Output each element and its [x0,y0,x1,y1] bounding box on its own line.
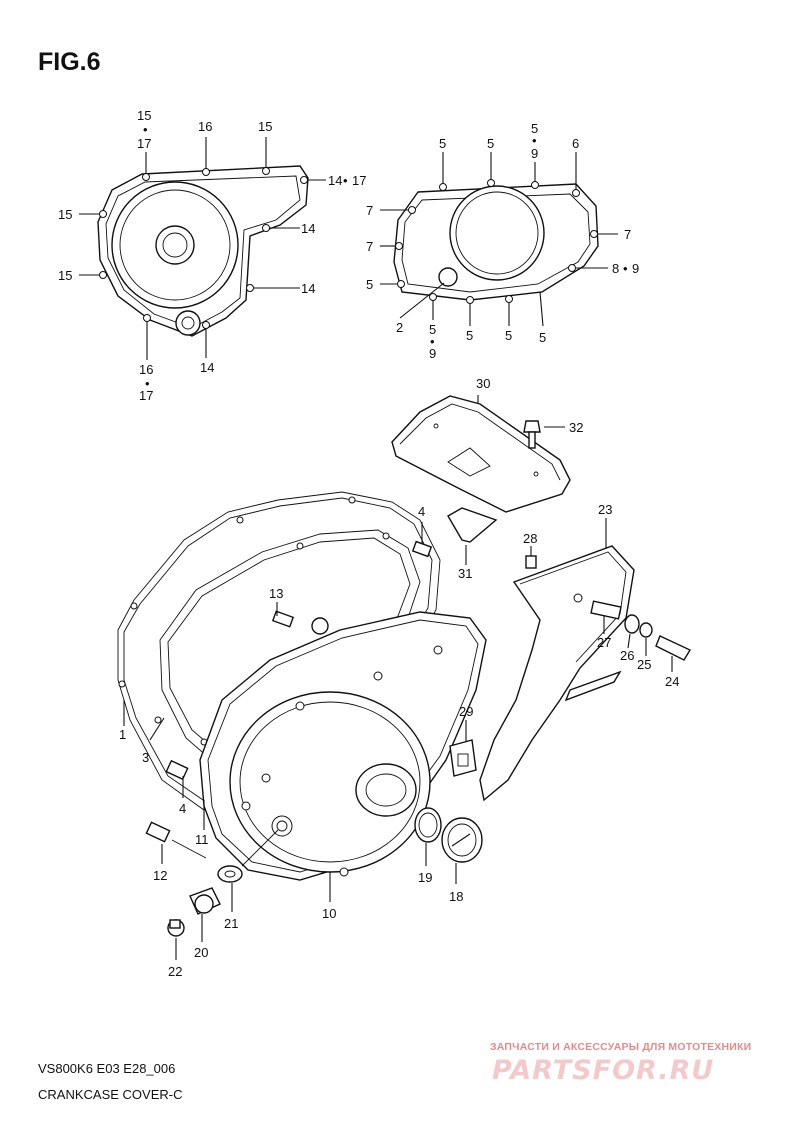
cover-cap [391,395,571,565]
callout-5: 5 [487,136,494,151]
figure-title: FIG.6 [38,48,101,76]
callout-14: 14 [200,360,214,375]
callout-27: 27 [597,635,611,650]
callout-9: 9 [429,346,436,361]
callout-17: 17 [137,136,151,151]
callout-23: 23 [598,502,612,517]
callout-dot: • [343,173,348,188]
callout-15: 15 [137,108,151,123]
callout-15: 15 [258,119,272,134]
callout-12: 12 [153,868,167,883]
dowel-and-bolt [145,759,207,864]
callout-5: 5 [439,136,446,151]
crankcase-cover-upper [380,152,618,327]
callout-9: 9 [531,146,538,161]
callout-7: 7 [366,239,373,254]
callout-14: 14 [301,221,315,236]
callout-14: 14 [301,281,315,296]
callout-dot: • [623,261,628,276]
model-code: VS800K6 E03 E28_006 [38,1061,176,1076]
callout-7: 7 [366,203,373,218]
callout-6: 6 [572,136,579,151]
callout-dot: • [143,122,148,137]
callout-8: 8 [612,261,619,276]
callout-13: 13 [269,586,283,601]
callout-22: 22 [168,964,182,979]
callout-9: 9 [632,261,639,276]
callout-7: 7 [624,227,631,242]
callout-labels-top-left: 15 • 17 16 15 14 • 17 15 14 15 14 16 • 1… [58,108,366,403]
callout-16: 16 [139,362,153,377]
callout-labels-top-right: 5 5 5 • 9 6 7 7 7 5 8 • 9 2 5 • 9 5 5 5 [366,121,639,361]
callout-21: 21 [224,916,238,931]
callout-15: 15 [58,268,72,283]
callout-4: 4 [418,504,425,519]
watermark-tagline: ЗАПЧАСТИ И АКСЕССУАРЫ ДЛЯ МОТОТЕХНИКИ [490,1041,752,1053]
drain-plug-set [167,829,279,960]
callout-11: 11 [195,832,209,847]
callout-31: 31 [458,566,472,581]
callout-30: 30 [476,376,490,391]
callout-26: 26 [620,648,634,663]
callout-1: 1 [119,727,126,742]
callout-dot: • [145,376,150,391]
callout-20: 20 [194,945,208,960]
crankcase-cover-main [117,491,487,902]
callout-5: 5 [366,277,373,292]
callout-4: 4 [179,801,186,816]
callout-dot: • [532,133,537,148]
callout-24: 24 [665,674,679,689]
callout-2: 2 [396,320,403,335]
callout-14: 14 [328,173,342,188]
callout-18: 18 [449,889,463,904]
section-name: CRANKCASE COVER-C [38,1087,183,1102]
callout-labels-main: 30 32 31 23 28 4 13 27 26 25 24 1 3 29 4… [119,376,679,979]
callout-5: 5 [429,322,436,337]
callout-16: 16 [198,119,212,134]
callout-17: 17 [352,173,366,188]
callout-19: 19 [418,870,432,885]
callout-3: 3 [142,750,149,765]
callout-32: 32 [569,420,583,435]
watermark-logo: PARTSFOR.RU [492,1055,715,1086]
callout-10: 10 [322,906,336,921]
callout-28: 28 [523,531,537,546]
callout-17: 17 [139,388,153,403]
generator-cover [79,137,326,360]
callout-5: 5 [531,121,538,136]
callout-5: 5 [539,330,546,345]
side-cover-and-bolts [479,518,691,802]
callout-29: 29 [459,704,473,719]
callout-5: 5 [466,328,473,343]
timing-cap-set [414,720,483,884]
callout-5: 5 [505,328,512,343]
callout-25: 25 [637,657,651,672]
callout-15: 15 [58,207,72,222]
callout-dot: • [430,334,435,349]
